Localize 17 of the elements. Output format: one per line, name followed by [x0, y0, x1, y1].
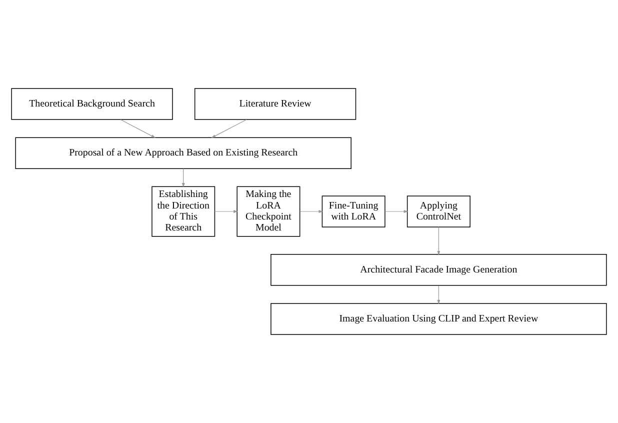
node-box: Literature Review [194, 88, 356, 120]
node-box: Fine-Tuning with LoRA [322, 196, 386, 228]
arrow [300, 210, 324, 214]
node-box: Making the LoRA Checkpoint Model [236, 186, 300, 237]
arrow [437, 226, 440, 256]
node-box: Image Evaluation Using CLIP and Expert Review [270, 303, 607, 335]
arrow [211, 119, 247, 138]
arrow [214, 210, 238, 214]
arrow [437, 285, 440, 304]
arrow [384, 210, 408, 214]
node-box: Applying ControlNet [406, 196, 470, 228]
arrow [182, 168, 185, 188]
arrow [120, 119, 156, 138]
node-box: Architectural Facade Image Generation [270, 254, 607, 286]
node-box: Proposal of a New Approach Based on Existing Research [15, 137, 352, 169]
node-box: Theoretical Background Search [11, 88, 173, 120]
node-box: Establishing the Direction of This Research [152, 186, 216, 237]
